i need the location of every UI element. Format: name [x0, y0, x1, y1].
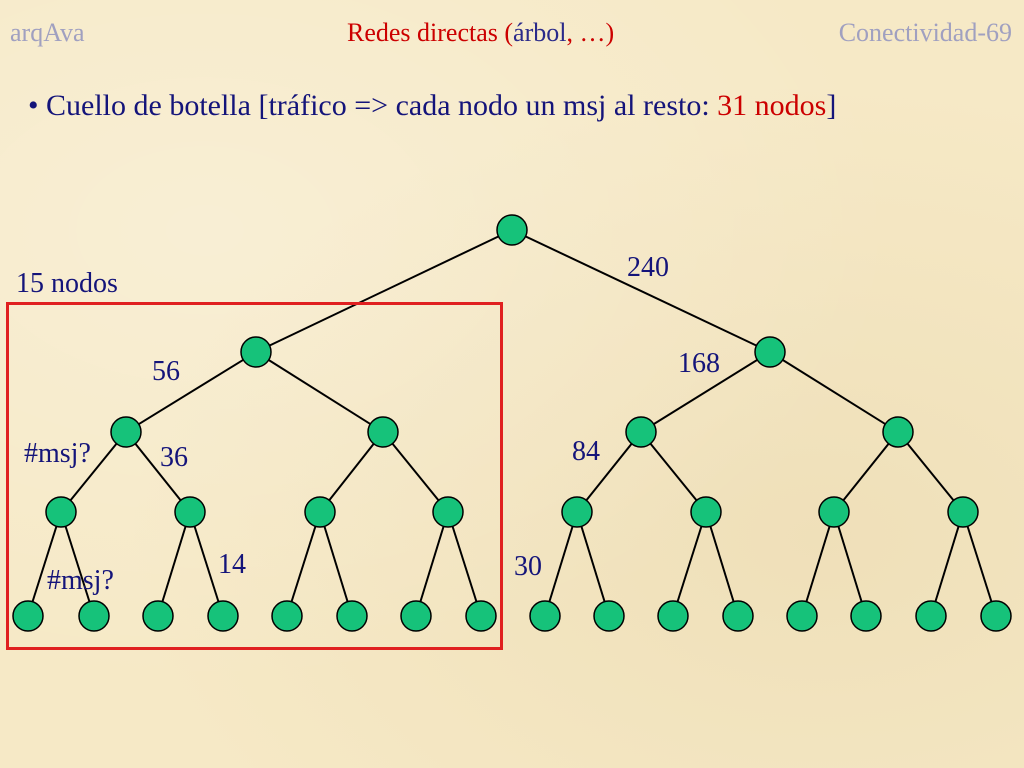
bullet-marker: •: [28, 89, 39, 122]
label-level2-left-traffic: 36: [160, 442, 188, 473]
tree-edge-l3-2-1: [319, 511, 353, 617]
tree-node-l4-0: [12, 600, 44, 632]
header-center-part-1: Redes directas (: [347, 18, 514, 47]
tree-node-l3-6: [818, 496, 850, 528]
tree-edge-l3-2-0: [286, 511, 321, 617]
tree-edge-l2-0-1: [125, 431, 191, 513]
tree-edge-l3-4-0: [544, 511, 578, 617]
tree-node-l4-5: [336, 600, 368, 632]
label-msj-question-upper: #msj?: [24, 438, 91, 469]
tree-edge-l3-7-1: [962, 511, 997, 617]
tree-edge-l3-1-0: [157, 511, 191, 617]
bullet-highlight: 31 nodos: [717, 89, 827, 122]
tree-node-l4-1: [78, 600, 110, 632]
tree-edge-l3-4-1: [576, 511, 610, 617]
tree-node-l3-3: [432, 496, 464, 528]
tree-edges: [27, 229, 997, 617]
tree-nodes: [12, 214, 1012, 632]
tree-edge-l1-1-0: [640, 351, 771, 433]
tree-node-l2-1: [367, 416, 399, 448]
header-center-part-2: árbol: [513, 18, 567, 47]
tree-edge-l3-0-0: [27, 511, 62, 617]
tree-edge-l2-1-0: [319, 431, 384, 513]
tree-node-l2-2: [625, 416, 657, 448]
tree-node-l4-4: [271, 600, 303, 632]
tree-edge-l3-7-0: [930, 511, 964, 617]
tree-node-l4-12: [786, 600, 818, 632]
tree-edge-l3-1-1: [189, 511, 224, 617]
tree-edge-l1-0-1: [255, 351, 384, 433]
tree-node-l4-13: [850, 600, 882, 632]
tree-edge-l2-3-0: [833, 431, 899, 513]
tree-node-l2-0: [110, 416, 142, 448]
tree-edge-l3-6-0: [801, 511, 835, 617]
bullet-end: ]: [826, 89, 837, 122]
label-subtree-size: 15 nodos: [16, 268, 118, 299]
tree-node-l3-4: [561, 496, 593, 528]
header-left-title: arqAva: [10, 18, 85, 47]
tree-node-l4-6: [400, 600, 432, 632]
tree-edge-l3-5-1: [705, 511, 739, 617]
tree-node-l4-11: [722, 600, 754, 632]
tree-node-l4-7: [465, 600, 497, 632]
label-msj-question-lower: #msj?: [47, 565, 114, 596]
tree-edge-l1-0-0: [125, 351, 257, 433]
bullet-text: Cuello de botella [tráfico => cada nodo …: [46, 89, 718, 122]
header-center-part-3: , …): [566, 18, 615, 47]
tree-node-l3-0: [45, 496, 77, 528]
tree-node-l4-10: [657, 600, 689, 632]
tree-node-l4-15: [980, 600, 1012, 632]
label-root-edge-traffic: 240: [627, 252, 669, 283]
bullet-point: • Cuello de botella [tráfico => cada nod…: [28, 88, 836, 124]
tree-node-l3-5: [690, 496, 722, 528]
label-level3-right-traffic: 30: [514, 551, 542, 582]
tree-edge-l1-1-1: [769, 351, 899, 433]
tree-node-l3-7: [947, 496, 979, 528]
tree-node-l2-3: [882, 416, 914, 448]
tree-node-l4-3: [207, 600, 239, 632]
subtree-highlight-box: [6, 302, 503, 650]
tree-node-l4-9: [593, 600, 625, 632]
label-level1-right-traffic: 168: [678, 348, 720, 379]
tree-node-l4-14: [915, 600, 947, 632]
tree-node-l3-1: [174, 496, 206, 528]
tree-node-l3-2: [304, 496, 336, 528]
header-center-title: Redes directas (árbol, …): [347, 18, 614, 48]
tree-edge-l2-2-0: [576, 431, 642, 513]
tree-node-l0-0: [496, 214, 528, 246]
tree-node-l1-0: [240, 336, 272, 368]
tree-node-l4-8: [529, 600, 561, 632]
tree-edge-l3-5-0: [672, 511, 707, 617]
header-right-title: Conectividad-69: [838, 18, 1012, 47]
tree-edge-l0-0-0: [255, 229, 513, 353]
tree-edge-l2-1-1: [382, 431, 449, 513]
label-level2-right-traffic: 84: [572, 436, 600, 467]
tree-edge-l2-2-1: [640, 431, 707, 513]
tree-edge-l3-6-1: [833, 511, 867, 617]
label-level1-left-traffic: 56: [152, 356, 180, 387]
label-level3-left-traffic: 14: [218, 549, 246, 580]
tree-node-l4-2: [142, 600, 174, 632]
tree-edge-l3-3-1: [447, 511, 482, 617]
tree-node-l1-1: [754, 336, 786, 368]
tree-edge-l3-0-1: [60, 511, 95, 617]
tree-edge-l0-0-1: [511, 229, 771, 353]
tree-edge-l3-3-0: [415, 511, 449, 617]
tree-edge-l2-3-1: [897, 431, 964, 513]
tree-edge-l2-0-0: [60, 431, 127, 513]
